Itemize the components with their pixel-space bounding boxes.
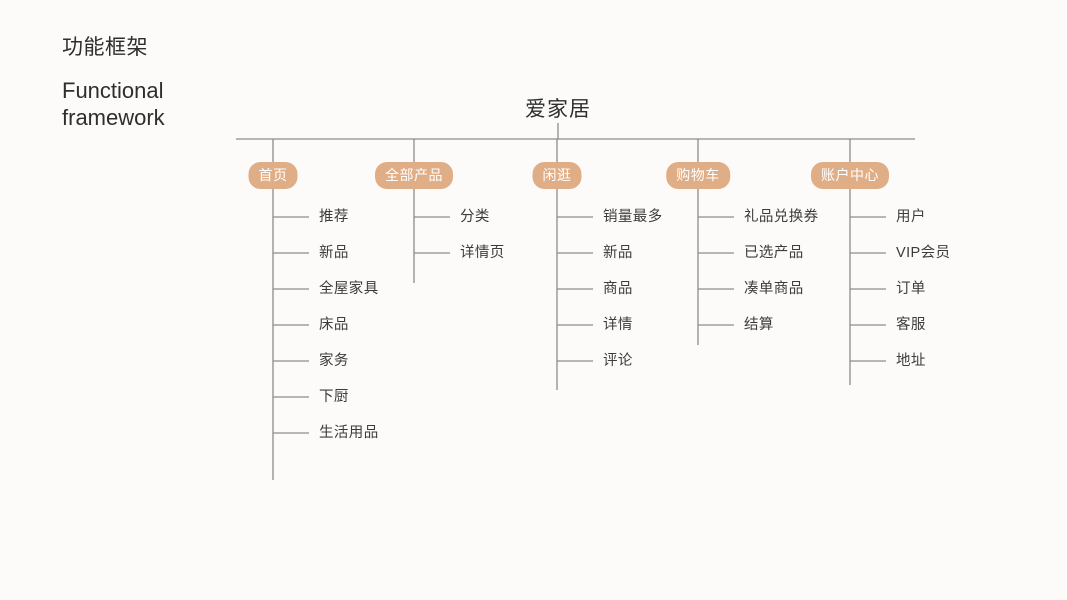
leaf-node-0-4[interactable]: 家务	[319, 353, 349, 369]
page-title-en: Functional framework	[62, 78, 222, 132]
leaf-node-4-1[interactable]: VIP会员	[896, 245, 951, 261]
leaf-node-3-2[interactable]: 凑单商品	[744, 281, 804, 297]
leaf-node-4-2[interactable]: 订单	[896, 281, 926, 297]
branch-node-2[interactable]: 闲逛	[532, 162, 582, 189]
root-node-label: 爱家居	[525, 98, 591, 121]
leaf-node-4-3[interactable]: 客服	[896, 317, 926, 333]
leaf-node-2-0[interactable]: 销量最多	[603, 209, 663, 225]
page-title-en-line1: Functional	[62, 78, 164, 104]
leaf-node-0-2[interactable]: 全屋家具	[319, 281, 379, 297]
leaf-node-2-4[interactable]: 评论	[603, 353, 633, 369]
leaf-node-0-3[interactable]: 床品	[319, 317, 349, 333]
branch-node-0[interactable]: 首页	[248, 162, 298, 189]
leaf-node-0-1[interactable]: 新品	[319, 245, 349, 261]
leaf-node-2-1[interactable]: 新品	[603, 245, 633, 261]
leaf-node-0-0[interactable]: 推荐	[319, 209, 349, 225]
leaf-node-1-1[interactable]: 详情页	[460, 245, 505, 261]
title-block: 功能框架 Functional framework	[62, 34, 292, 132]
branch-node-3[interactable]: 购物车	[666, 162, 730, 189]
page-title-en-line2: framework	[62, 105, 165, 131]
leaf-node-0-6[interactable]: 生活用品	[319, 425, 379, 441]
leaf-node-4-0[interactable]: 用户	[896, 209, 926, 225]
branch-node-1[interactable]: 全部产品	[375, 162, 453, 189]
leaf-node-3-3[interactable]: 结算	[744, 317, 774, 333]
leaf-node-3-1[interactable]: 已选产品	[744, 245, 804, 261]
page-title-cn: 功能框架	[62, 36, 148, 59]
leaf-node-2-3[interactable]: 详情	[603, 317, 633, 333]
branch-node-4[interactable]: 账户中心	[811, 162, 889, 189]
leaf-node-1-0[interactable]: 分类	[460, 209, 490, 225]
leaf-node-2-2[interactable]: 商品	[603, 281, 633, 297]
leaf-node-0-5[interactable]: 下厨	[319, 389, 349, 405]
leaf-node-4-4[interactable]: 地址	[896, 353, 926, 369]
leaf-node-3-0[interactable]: 礼品兑换券	[744, 209, 819, 225]
